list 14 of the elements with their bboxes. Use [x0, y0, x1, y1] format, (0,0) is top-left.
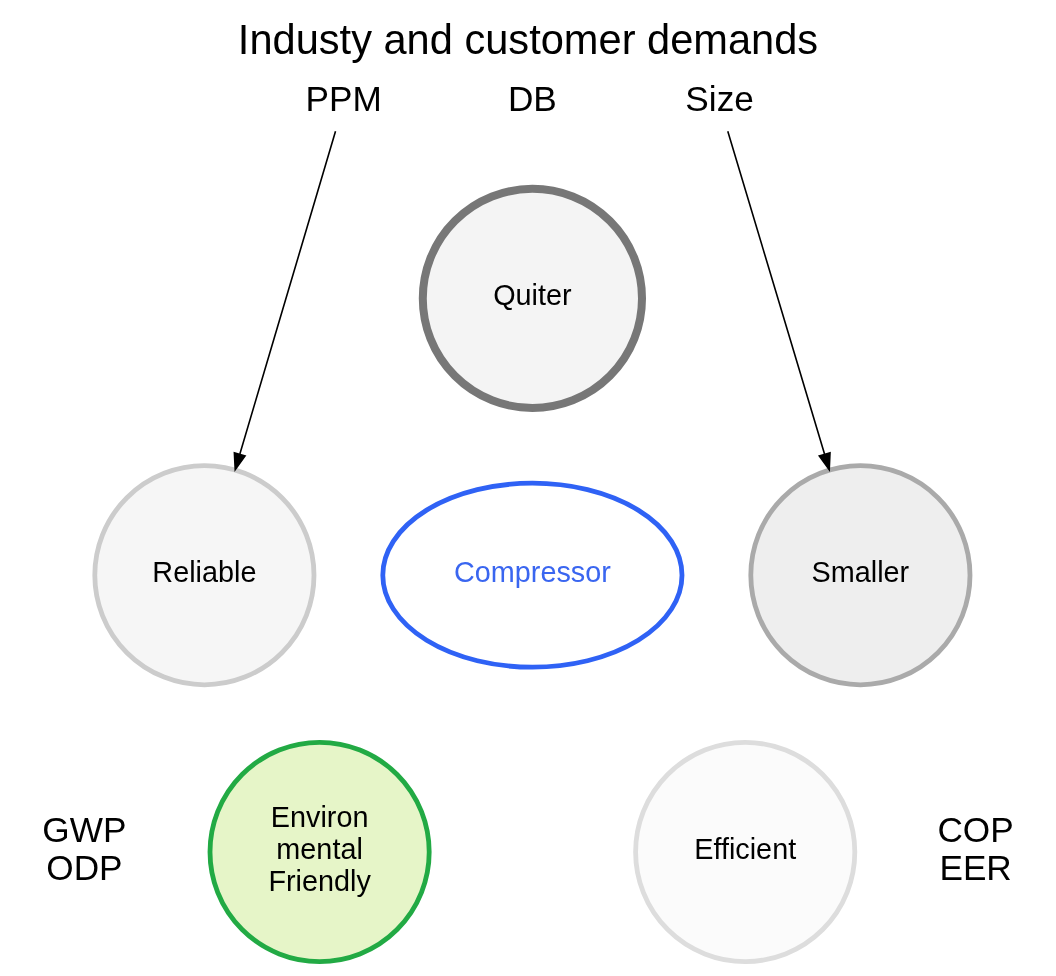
diagram-title: Industy and customer demands	[237, 16, 819, 64]
node-label: COP EER	[937, 809, 1014, 888]
node-text: Size	[685, 79, 754, 119]
node-circle: Environ mental Friendly	[207, 740, 432, 964]
node-circle: Reliable	[92, 463, 317, 688]
node-circle: Quiter	[418, 184, 646, 412]
node-text: PPM	[305, 79, 382, 119]
arrow	[727, 130, 831, 472]
node-ellipse: Compressor	[380, 480, 685, 670]
node-label: GWP ODP	[42, 809, 127, 888]
arrow	[233, 130, 337, 472]
node-circle: Smaller	[748, 463, 973, 688]
node-circle: Efficient	[633, 740, 858, 964]
node-label: DB	[507, 79, 557, 119]
